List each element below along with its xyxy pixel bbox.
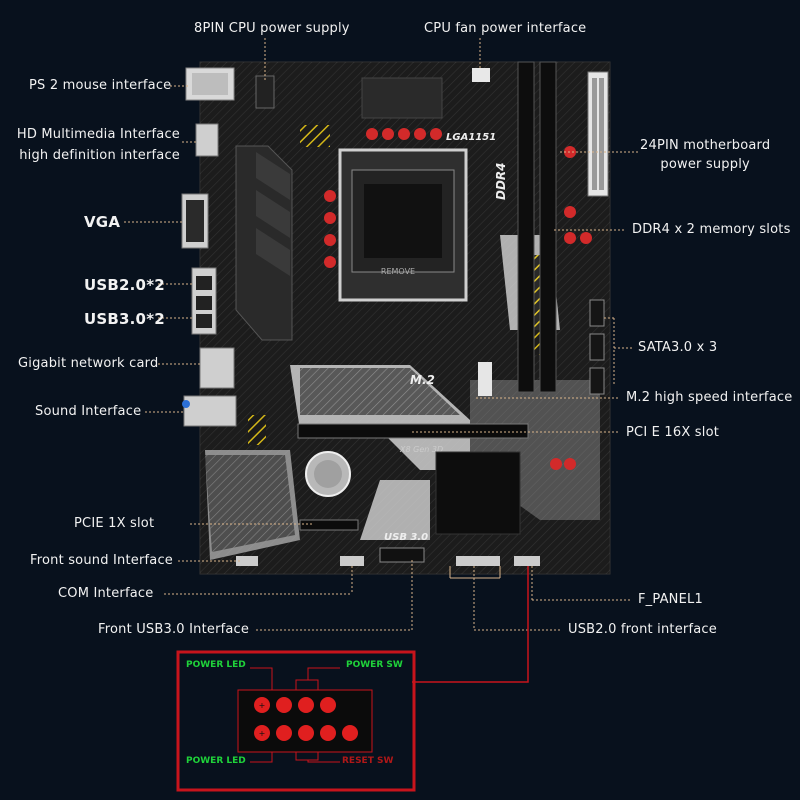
label-front-usb3: Front USB3.0 Interface [98,622,250,637]
usb2-front-header [456,556,500,566]
panel-label-power-led-top: POWER LED [186,660,246,670]
f-panel-detail-box [176,650,416,792]
m2-print: M.2 [410,373,435,387]
label-m2: M.2 high speed interface [626,390,793,405]
panel-label-power-sw: POWER SW [346,660,403,670]
cpu-8pin-connector [255,75,275,109]
label-pcie1: PCIE 1X slot [74,516,155,531]
sata-port-1 [589,299,605,327]
sata-port-2 [589,333,605,361]
label-hd-multimedia: HD Multimedia Interface high definition … [16,124,180,166]
com-header [340,556,364,566]
label-f-panel: F_PANEL1 [638,592,703,607]
f-panel-header [514,556,540,566]
socket-print: LGA1151 [446,132,496,143]
label-hd-multimedia-line1: HD Multimedia Interface [16,127,180,142]
hdmi-port [195,123,219,157]
label-usb30: USB3.0*2 [84,310,165,328]
panel-label-reset-sw: RESET SW [342,756,394,766]
bracket-lines [449,566,501,579]
ddr4-print: DDR4 [494,162,508,200]
label-front-sound: Front sound Interface [30,553,174,568]
front-usb3-header [379,547,425,563]
cpu-fan-header [472,68,490,82]
label-24pin-line2: power supply [660,157,750,172]
label-hd-multimedia-line2: high definition interface [19,148,180,163]
label-vga: VGA [84,213,121,231]
front-audio-header [236,556,258,566]
label-usb20: USB2.0*2 [84,276,165,294]
svg-text:+: + [259,729,266,738]
pcie-x16-slot [297,423,529,439]
label-cpu-fan: CPU fan power interface [424,21,587,36]
label-8pin-cpu: 8PIN CPU power supply [194,21,350,36]
sata-port-3 [589,367,605,395]
chipset-heatsink [435,451,521,535]
ddr4-slot-1 [517,61,535,393]
label-24pin-line1: 24PIN motherboard [640,138,771,153]
mosfet-block [361,77,443,119]
f-panel-red-link [412,566,529,683]
pcie-gen-print: X8 Gen 3D [399,445,443,454]
label-gigabit: Gigabit network card [18,356,159,371]
lan-port [199,347,235,389]
label-usb20-front: USB2.0 front interface [568,622,717,637]
panel-label-power-led-bottom: POWER LED [186,756,246,766]
label-ps2: PS 2 mouse interface [29,78,172,93]
vrm-capacitor-row [324,128,442,268]
m2-slot [478,362,492,396]
svg-text:+: + [259,701,266,710]
label-pcie16: PCI E 16X slot [626,425,720,440]
socket-remove-text: REMOVE [381,267,415,276]
f-panel-pins [254,697,358,741]
label-com: COM Interface [58,586,154,601]
label-sound: Sound Interface [35,404,142,419]
pcie-x1-slot [299,519,359,531]
leader-lines [124,38,640,631]
label-ddr4-slots: DDR4 x 2 memory slots [632,222,791,237]
label-24pin: 24PIN motherboard power supply [640,136,770,174]
audio-port [183,395,237,427]
atx-24pin [587,71,609,197]
usb3-print: USB 3.0 [384,532,428,543]
label-sata: SATA3.0 x 3 [638,340,718,355]
f-panel-callout-lines [250,667,340,763]
ddr4-slot-2 [539,61,557,393]
